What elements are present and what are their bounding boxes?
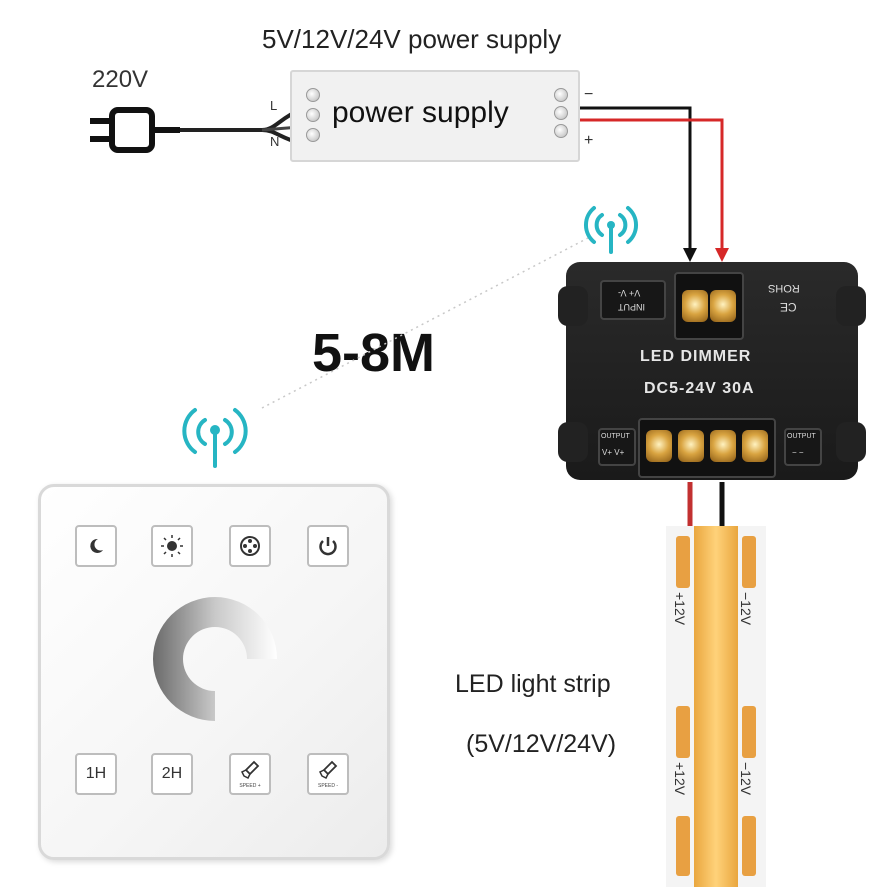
input-label-box: V+ V- INPUT <box>600 280 666 320</box>
speed-minus-label: SPEED - <box>317 783 338 789</box>
film-reel-icon <box>240 536 260 556</box>
timer-1h-button[interactable]: 1H <box>75 753 117 795</box>
output-label: OUTPUT <box>601 433 630 440</box>
terminal-screw <box>710 290 736 322</box>
moon-icon <box>90 538 103 553</box>
dimmer-rating: DC5-24V 30A <box>644 380 755 397</box>
positive-wire <box>570 118 724 250</box>
power-supply-unit: L N power supply − + <box>270 70 593 162</box>
speed-down-button[interactable]: SPEED - <box>307 753 349 795</box>
night-mode-button[interactable] <box>75 525 117 567</box>
wireless-link <box>261 237 589 409</box>
output-label: OUTPUT <box>787 433 816 440</box>
mains-wire-n <box>180 128 301 145</box>
power-button[interactable] <box>307 525 349 567</box>
rohs-mark: ROHS <box>768 282 800 294</box>
wifi-signal-icon <box>583 206 639 254</box>
cob-strip <box>694 526 738 887</box>
plug-icon <box>90 107 180 153</box>
input-pins-label: V+ V- <box>618 288 641 298</box>
input-label: INPUT <box>618 302 645 312</box>
strip-plus-mark: +12V <box>672 592 688 626</box>
terminal-screw <box>306 88 320 102</box>
ce-mark: CE <box>780 300 797 314</box>
terminal-screw <box>306 128 320 142</box>
terminal-screw <box>646 430 672 462</box>
power-supply-label: power supply <box>332 96 509 129</box>
led-dimmer-module: V+ V- INPUT ROHS CE LED DIMMER DC5-24V 3… <box>558 262 866 480</box>
output-pins-label: V+ V+ <box>602 448 625 457</box>
wifi-signal-icon <box>182 408 248 468</box>
output-terminal <box>638 418 776 478</box>
rocket-icon <box>318 760 338 780</box>
power-icon <box>319 537 337 556</box>
output-label-box-left: OUTPUT V+ V+ <box>598 428 636 466</box>
input-terminal <box>674 272 744 340</box>
strip-label: LED light strip <box>455 670 611 698</box>
terminal-screw <box>554 106 568 120</box>
touch-wall-panel: 1H 2H SPEED + SPEED - <box>38 484 390 860</box>
rocket-icon <box>240 760 260 780</box>
speed-plus-label: SPEED + <box>239 783 261 789</box>
pin-minus-label: − <box>584 86 594 103</box>
pin-n-label: N <box>270 134 280 149</box>
timer-2h-button[interactable]: 2H <box>151 753 193 795</box>
strip-plus-mark: +12V <box>672 762 688 796</box>
strip-voltage-label: (5V/12V/24V) <box>466 730 617 758</box>
terminal-screw <box>306 108 320 122</box>
diagram-title: 5V/12V/24V power supply <box>262 24 562 54</box>
dimmer-title: LED DIMMER <box>640 348 752 365</box>
strip-minus-mark: −12V <box>738 592 754 626</box>
speed-up-button[interactable]: SPEED + <box>229 753 271 795</box>
negative-wire <box>570 106 692 250</box>
brightness-touch-ring[interactable] <box>135 593 295 733</box>
wireless-distance-label: 5-8M <box>312 323 436 383</box>
strip-minus-mark: −12V <box>738 762 754 796</box>
output-pins-label: − − <box>792 448 804 457</box>
pin-plus-label: + <box>584 132 594 149</box>
terminal-screw <box>682 290 708 322</box>
terminal-screw <box>710 430 736 462</box>
sun-icon <box>161 535 183 557</box>
mode-button[interactable] <box>229 525 271 567</box>
terminal-screw <box>678 430 704 462</box>
terminal-screw <box>554 88 568 102</box>
pin-l-label: L <box>270 98 278 113</box>
terminal-screw <box>554 124 568 138</box>
output-label-box-right: OUTPUT − − <box>784 428 822 466</box>
full-brightness-button[interactable] <box>151 525 193 567</box>
mains-voltage-label: 220V <box>92 66 149 93</box>
led-light-strip: +12V −12V +12V −12V <box>666 526 766 887</box>
terminal-screw <box>742 430 768 462</box>
